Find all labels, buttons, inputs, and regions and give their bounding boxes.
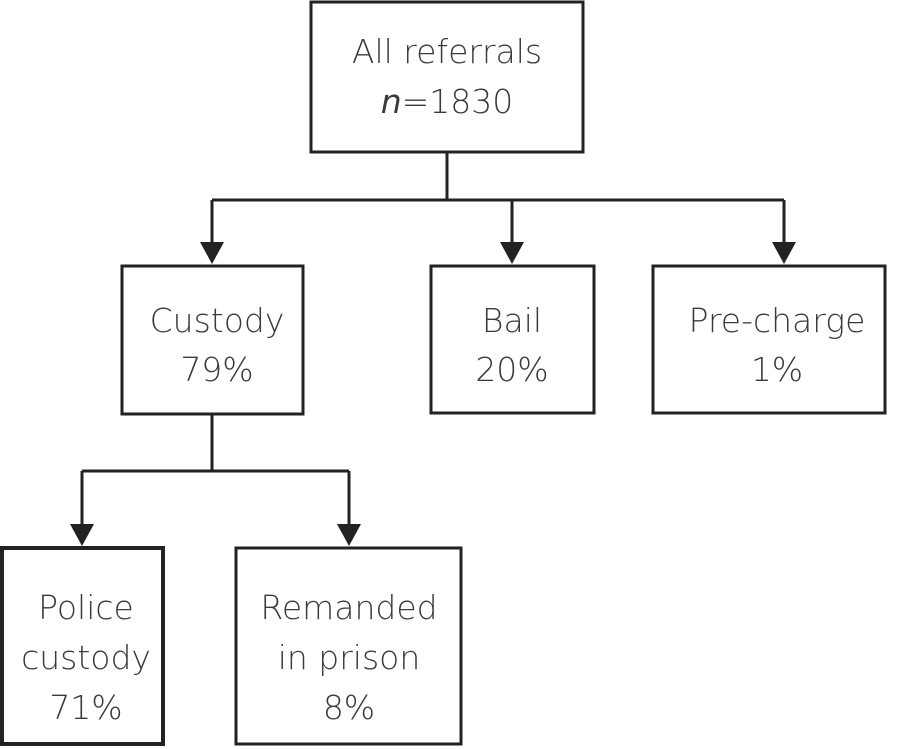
remanded-line1: Remanded [260,588,437,627]
precharge-label: Pre-charge [689,301,866,340]
custody-label: Custody [150,301,285,340]
arrow-to-remanded [337,524,361,546]
precharge-percent: 1% [751,350,803,389]
root-n-value: =1830 [402,82,514,121]
node-police-custody: Police custody 71% [0,546,165,746]
node-remanded-in-prison: Remanded in prison 8% [234,546,463,746]
remanded-line2: in prison [278,638,421,677]
root-count: n=1830 [381,82,514,121]
arrow-to-precharge [772,242,796,264]
bail-percent: 20% [475,350,548,389]
police-custody-percent: 71% [49,688,122,727]
root-connectors [200,152,796,264]
arrow-to-custody [200,242,224,264]
police-custody-line2: custody [21,638,151,677]
node-custody: Custody 79% [120,264,305,416]
remanded-percent: 8% [323,688,375,727]
police-custody-line1: Police [38,588,134,627]
node-all-referrals: All referrals n=1830 [309,0,585,154]
custody-connectors [70,414,361,546]
root-n-symbol: n [381,82,402,121]
node-pre-charge: Pre-charge 1% [651,264,887,415]
bail-label: Bail [482,301,542,340]
custody-percent: 79% [180,350,253,389]
node-bail: Bail 20% [429,264,596,415]
root-label: All referrals [352,32,542,71]
arrow-to-police-custody [70,524,94,546]
arrow-to-bail [500,242,524,264]
